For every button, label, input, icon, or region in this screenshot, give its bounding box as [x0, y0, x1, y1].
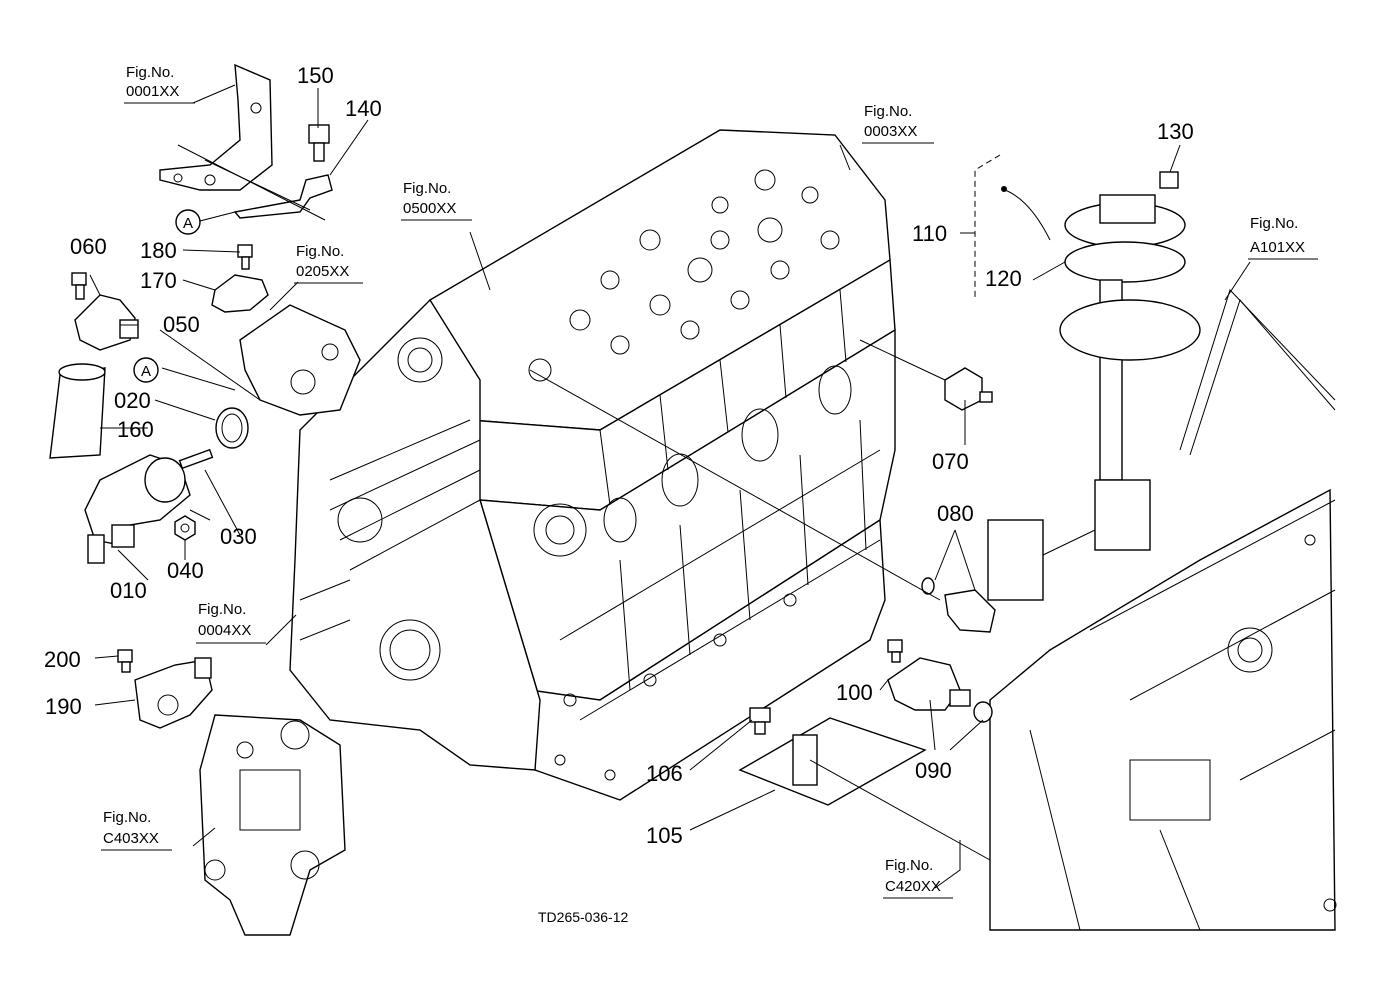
svg-text:0003XX: 0003XX	[864, 123, 917, 140]
bolt-130	[1159, 171, 1179, 189]
callout-140: 140	[345, 96, 382, 121]
group-bracket-110	[974, 154, 1001, 300]
oring-020	[215, 407, 249, 449]
callout-080: 080	[937, 501, 974, 526]
sensor-070	[944, 367, 993, 411]
callout-150: 150	[297, 63, 334, 88]
callout-200: 200	[44, 647, 81, 672]
svg-text:A101XX: A101XX	[1250, 239, 1305, 256]
leader-lines	[89, 84, 1251, 889]
marker-a-left: A	[133, 357, 159, 383]
stud-030	[178, 448, 214, 470]
sensor-090	[887, 657, 993, 723]
sensor-080	[921, 577, 996, 633]
fig-ref-0003: Fig.No. 0003XX	[862, 103, 934, 144]
svg-text:A: A	[141, 363, 151, 380]
bolt-180	[237, 244, 253, 270]
engine-block	[289, 129, 896, 801]
bolt-106	[749, 707, 771, 735]
callout-110: 110	[912, 221, 947, 246]
callout-120: 120	[985, 266, 1022, 291]
svg-text:0500XX: 0500XX	[403, 200, 456, 217]
drawing-code: TD265-036-12	[538, 909, 628, 925]
pipe-140	[233, 174, 333, 219]
fig-ref-0205: Fig.No. 0205XX	[294, 243, 363, 284]
callout-130: 130	[1157, 119, 1194, 144]
sensor-190	[134, 657, 213, 729]
svg-text:0205XX: 0205XX	[296, 263, 349, 280]
svg-text:Fig.No.: Fig.No.	[296, 243, 344, 260]
fig-ref-c403: Fig.No. C403XX	[101, 809, 172, 851]
callout-040: 040	[167, 558, 204, 583]
callout-106: 106	[646, 761, 683, 786]
bolt-150	[308, 124, 330, 162]
sleeve-160	[49, 363, 106, 459]
fig-ref-0004: Fig.No. 0004XX	[196, 601, 266, 644]
svg-text:C420XX: C420XX	[885, 878, 941, 895]
actuator-010	[84, 454, 191, 564]
svg-text:Fig.No.: Fig.No.	[885, 857, 933, 874]
svg-text:C403XX: C403XX	[103, 830, 159, 847]
svg-text:0001XX: 0001XX	[126, 83, 179, 100]
svg-text:A: A	[183, 215, 193, 232]
svg-text:Fig.No.: Fig.No.	[403, 180, 451, 197]
svg-text:Fig.No.: Fig.No.	[864, 103, 912, 120]
plate-105	[738, 717, 927, 806]
callout-105: 105	[646, 823, 683, 848]
fig-ref-a101: Fig.No. A101XX	[1248, 215, 1318, 260]
bolt-100	[887, 639, 903, 663]
svg-text:Fig.No.: Fig.No.	[198, 601, 246, 618]
callout-020: 020	[114, 388, 151, 413]
fig-ref-0001: Fig.No. 0001XX	[124, 64, 195, 104]
fig-ref-c420: Fig.No. C420XX	[883, 857, 953, 899]
callout-170: 170	[140, 268, 177, 293]
sensor-050	[74, 294, 139, 351]
bolt-200	[117, 649, 133, 673]
valve-body-c403	[199, 714, 346, 936]
bolt-060	[71, 272, 87, 300]
callout-100: 100	[836, 680, 873, 705]
fig-ref-0500: Fig.No. 0500XX	[401, 180, 472, 221]
callout-010: 010	[110, 578, 147, 603]
transmission-housing	[989, 289, 1337, 931]
callout-180: 180	[140, 238, 177, 263]
bracket-part	[159, 63, 273, 191]
callout-030: 030	[220, 524, 257, 549]
svg-text:Fig.No.: Fig.No.	[103, 809, 151, 826]
sensor-170	[211, 274, 269, 313]
callout-160: 160	[117, 417, 154, 442]
nut-040	[174, 515, 196, 541]
svg-text:Fig.No.: Fig.No.	[1250, 215, 1298, 232]
svg-text:0004XX: 0004XX	[198, 622, 251, 639]
housing-0205	[239, 304, 361, 416]
callout-090: 090	[915, 758, 952, 783]
callout-labels: 150 140 130 110 120 060 180 170 050 020 …	[44, 63, 1194, 848]
marker-a-top: A	[175, 209, 201, 235]
callout-050: 050	[163, 312, 200, 337]
fuel-sender	[987, 186, 1201, 601]
callout-070: 070	[932, 449, 969, 474]
svg-text:Fig.No.: Fig.No.	[126, 64, 174, 81]
callout-060: 060	[70, 234, 107, 259]
callout-190: 190	[45, 694, 82, 719]
